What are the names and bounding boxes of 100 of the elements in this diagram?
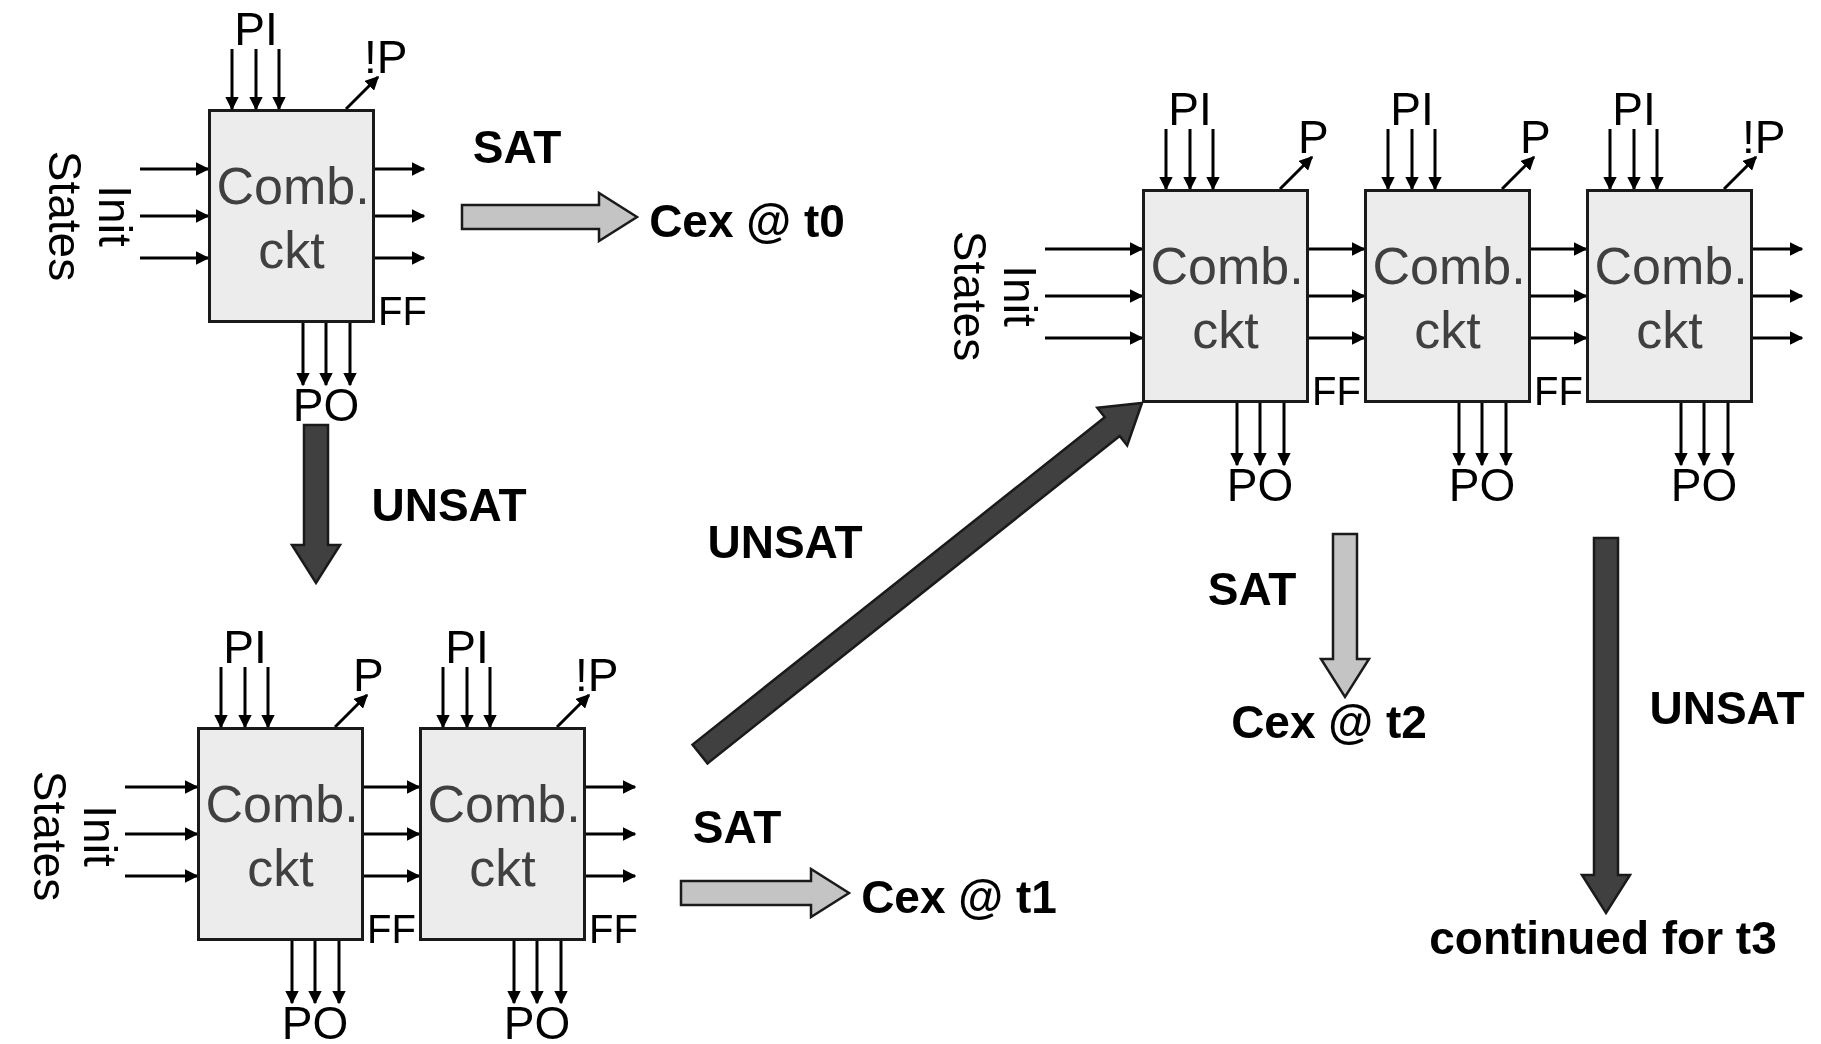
block-label: Comb. ckt	[427, 774, 578, 899]
arrow	[586, 827, 637, 841]
state-label: Init States	[25, 761, 125, 911]
arrow	[1183, 129, 1197, 191]
result-label: Cex @ t1	[849, 872, 1069, 922]
output-label: PO	[1220, 465, 1300, 505]
state-label: Init States	[40, 141, 140, 291]
arrow	[225, 49, 239, 111]
arrow	[1230, 403, 1244, 467]
arrow	[125, 780, 199, 794]
arrow	[125, 827, 199, 841]
arrow	[1253, 403, 1267, 467]
property-label: P	[1520, 117, 1576, 157]
arrow	[332, 941, 346, 1005]
arrow	[1674, 403, 1688, 467]
arrow	[1045, 331, 1144, 345]
arrow	[344, 75, 380, 111]
block-label: Comb. ckt	[1372, 236, 1523, 361]
flip-flop-label: FF	[367, 909, 416, 949]
block-label: Comb. ckt	[205, 774, 356, 899]
arrow	[1531, 289, 1588, 303]
logic-block	[1142, 189, 1309, 403]
state-label: Init States	[945, 221, 1045, 371]
arrow	[140, 162, 210, 176]
arrow	[1531, 331, 1588, 345]
arrow	[140, 251, 210, 265]
arrow	[554, 941, 568, 1005]
arrow	[1603, 129, 1617, 191]
input-label: PI	[226, 9, 286, 49]
arrow	[125, 869, 199, 883]
flip-flop-label: FF	[1312, 371, 1361, 411]
arrow	[1309, 331, 1366, 345]
arrow	[1753, 242, 1804, 256]
arrow	[375, 209, 426, 223]
arrow	[364, 869, 421, 883]
logic-block	[419, 727, 586, 941]
arrow	[586, 780, 637, 794]
arrow	[1452, 403, 1466, 467]
block-arrow	[1318, 532, 1372, 700]
arrow	[1753, 331, 1804, 345]
block-label: Comb. ckt	[216, 156, 367, 281]
arrow	[436, 667, 450, 729]
arrow	[1381, 129, 1395, 191]
arrow	[214, 667, 228, 729]
result-label: Cex @ t2	[1219, 697, 1439, 747]
arrow	[1159, 129, 1173, 191]
flip-flop-label: FF	[1534, 371, 1583, 411]
arrow	[319, 323, 333, 387]
arrow	[460, 667, 474, 729]
arrow	[586, 869, 637, 883]
property-label: !P	[1742, 117, 1798, 157]
result-label: continued for t3	[1393, 913, 1813, 963]
arrow	[1650, 129, 1664, 191]
logic-block	[197, 727, 364, 941]
arrow	[308, 941, 322, 1005]
arrow	[238, 667, 252, 729]
block-label: Comb. ckt	[1594, 236, 1745, 361]
input-label: PI	[1382, 89, 1442, 129]
arrow	[1499, 403, 1513, 467]
arrow	[285, 941, 299, 1005]
arrow	[261, 667, 275, 729]
arrow	[364, 827, 421, 841]
arrow	[375, 251, 426, 265]
arrow	[140, 209, 210, 223]
arrow	[272, 49, 286, 111]
arrow	[1475, 403, 1489, 467]
input-label: PI	[437, 627, 497, 667]
logic-block	[1586, 189, 1753, 403]
logic-block	[208, 109, 375, 323]
arrow	[1045, 289, 1144, 303]
output-label: PO	[275, 1003, 355, 1043]
arrow	[249, 49, 263, 111]
arrow	[1278, 155, 1314, 191]
arrow	[483, 667, 497, 729]
block-arrow	[690, 401, 1144, 766]
block-arrow	[460, 190, 640, 244]
arrow	[1753, 289, 1804, 303]
output-label: PO	[497, 1003, 577, 1043]
property-label: !P	[364, 37, 420, 77]
block-label: Comb. ckt	[1150, 236, 1301, 361]
block-arrow	[289, 423, 343, 586]
arrow	[530, 941, 544, 1005]
input-label: PI	[1604, 89, 1664, 129]
arrow	[333, 693, 369, 729]
arrow	[375, 162, 426, 176]
arrow	[1531, 242, 1588, 256]
output-label: PO	[286, 385, 366, 425]
block-arrow	[679, 866, 852, 920]
arrow	[507, 941, 521, 1005]
output-label: PO	[1442, 465, 1522, 505]
arrow	[555, 693, 591, 729]
arrow	[296, 323, 310, 387]
input-label: PI	[215, 627, 275, 667]
arrow	[1277, 403, 1291, 467]
arrow	[364, 780, 421, 794]
arrow	[1206, 129, 1220, 191]
arrow	[1722, 155, 1758, 191]
output-label: PO	[1664, 465, 1744, 505]
flip-flop-label: FF	[378, 291, 427, 331]
arrow	[1627, 129, 1641, 191]
